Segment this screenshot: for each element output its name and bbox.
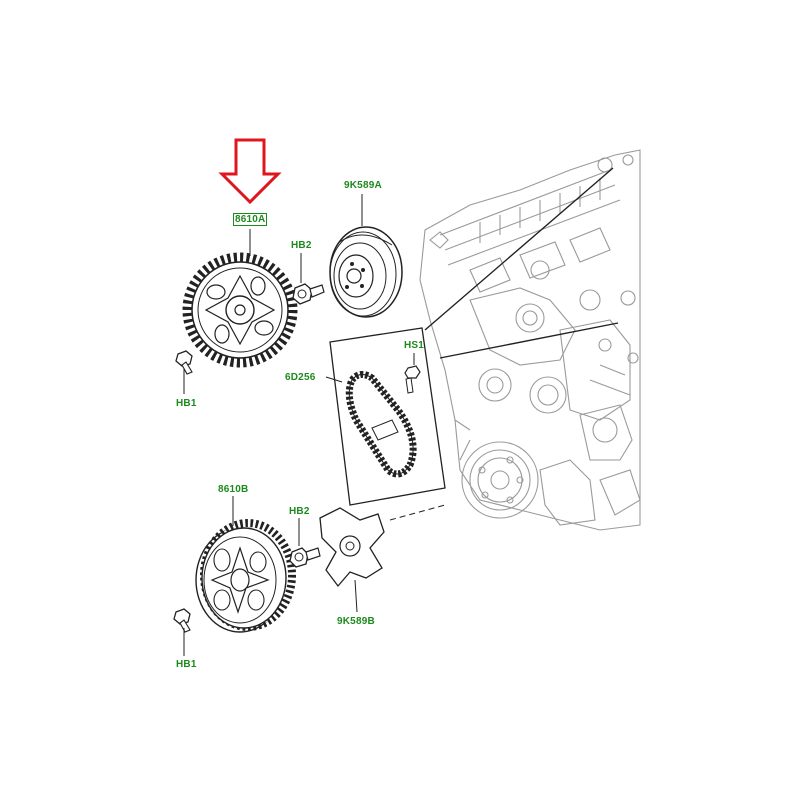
bolt-hb2-top: [292, 283, 325, 305]
label-8610a: 8610A: [233, 213, 268, 226]
label-hb1-bottom: HB1: [176, 659, 197, 670]
label-6d256: 6D256: [285, 372, 316, 383]
connector-lines: [424, 167, 619, 359]
leader-lines: [183, 194, 415, 656]
label-9k589b: 9K589B: [337, 616, 375, 627]
chain-6d256: [345, 371, 417, 478]
label-9k589a: 9K589A: [344, 180, 382, 191]
damper-9k589a: [329, 226, 403, 318]
bolt-hb1-bottom: [173, 608, 191, 633]
bolt-hb2-bottom: [289, 547, 321, 568]
cam-gear-8610b: [195, 519, 296, 633]
label-hs1: HS1: [404, 340, 425, 351]
cam-gear-8610a: [182, 252, 298, 368]
down-arrow-indicator: [218, 138, 282, 205]
bolt-hb1-top: [175, 350, 193, 375]
timing-chain-panel: [329, 327, 446, 506]
bolt-hs1: [404, 365, 421, 394]
label-8610b: 8610B: [218, 484, 249, 495]
label-hb1-top: HB1: [176, 398, 197, 409]
label-hb2-bottom: HB2: [289, 506, 310, 517]
engine-block: [419, 149, 641, 531]
label-hb2-top: HB2: [291, 240, 312, 251]
leader-dashed-gear-b: [389, 504, 446, 521]
reluctor-9k589b: [319, 507, 385, 588]
